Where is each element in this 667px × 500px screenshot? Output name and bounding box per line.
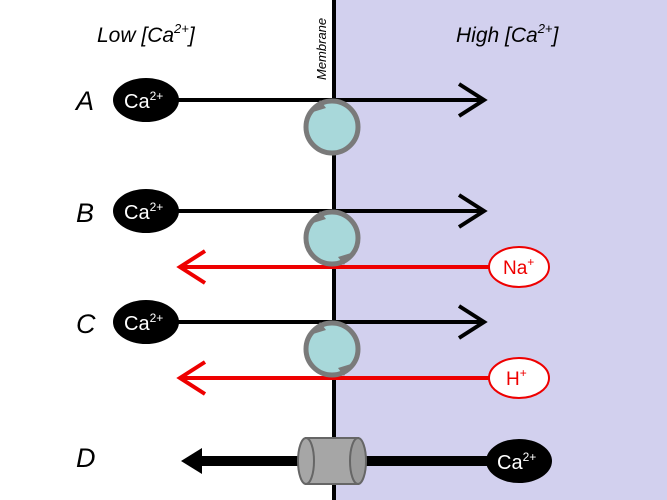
row-d-channel [297, 437, 367, 485]
row-d-ca-ion [486, 439, 552, 483]
row-d: D Ca2+ [76, 437, 552, 485]
cycle-arrow-icon [313, 100, 326, 112]
high-side-background [334, 0, 667, 500]
row-c-h-ion [488, 357, 550, 399]
row-c-transporter [303, 320, 361, 378]
row-c-h-ion-label: H+ [506, 366, 527, 390]
row-c-ca-ion-label: Ca2+ [124, 311, 163, 335]
cycle-arrow-icon [338, 253, 351, 265]
row-a-transporter [303, 98, 361, 156]
row-a-label: A [74, 86, 94, 116]
row-b-na-ion-label: Na+ [503, 255, 534, 279]
row-a-ca-ion-label: Ca2+ [124, 89, 163, 113]
row-d-ca-ion-label: Ca2+ [497, 450, 536, 474]
row-b-transporter [303, 209, 361, 267]
row-b: B Ca2+ Na+ [76, 189, 550, 288]
high-concentration-header: High [Ca2+] [456, 21, 560, 47]
row-d-label: D [76, 443, 96, 473]
row-b-na-arrowhead [176, 249, 207, 285]
transporter-circle [303, 98, 361, 156]
row-b-label: B [76, 198, 94, 228]
row-c-h-arrowhead [176, 360, 207, 396]
cycle-arrow-icon [338, 364, 351, 376]
row-b-na-ion [488, 246, 550, 288]
row-c-ca-arrowhead [457, 304, 488, 340]
cycle-arrow-icon [313, 322, 326, 334]
row-c-label: C [76, 309, 96, 339]
channel-end [349, 437, 367, 485]
channel-rim [297, 437, 315, 485]
row-c: C Ca2+ H+ [76, 300, 550, 399]
row-a: A Ca2+ [74, 78, 488, 156]
row-a-ca-ion [113, 78, 179, 122]
row-b-ca-ion [113, 189, 179, 233]
cycle-arrow-icon [313, 211, 326, 223]
row-d-ca-arrowhead [181, 448, 202, 474]
low-concentration-header: Low [Ca2+] [97, 21, 196, 47]
transporter-circle [303, 320, 361, 378]
row-b-ca-ion-label: Ca2+ [124, 200, 163, 224]
row-b-ca-arrowhead [457, 193, 488, 229]
row-a-ca-arrowhead [457, 82, 488, 118]
membrane-label: Membrane [314, 18, 329, 80]
row-c-ca-ion [113, 300, 179, 344]
transporter-circle [303, 209, 361, 267]
